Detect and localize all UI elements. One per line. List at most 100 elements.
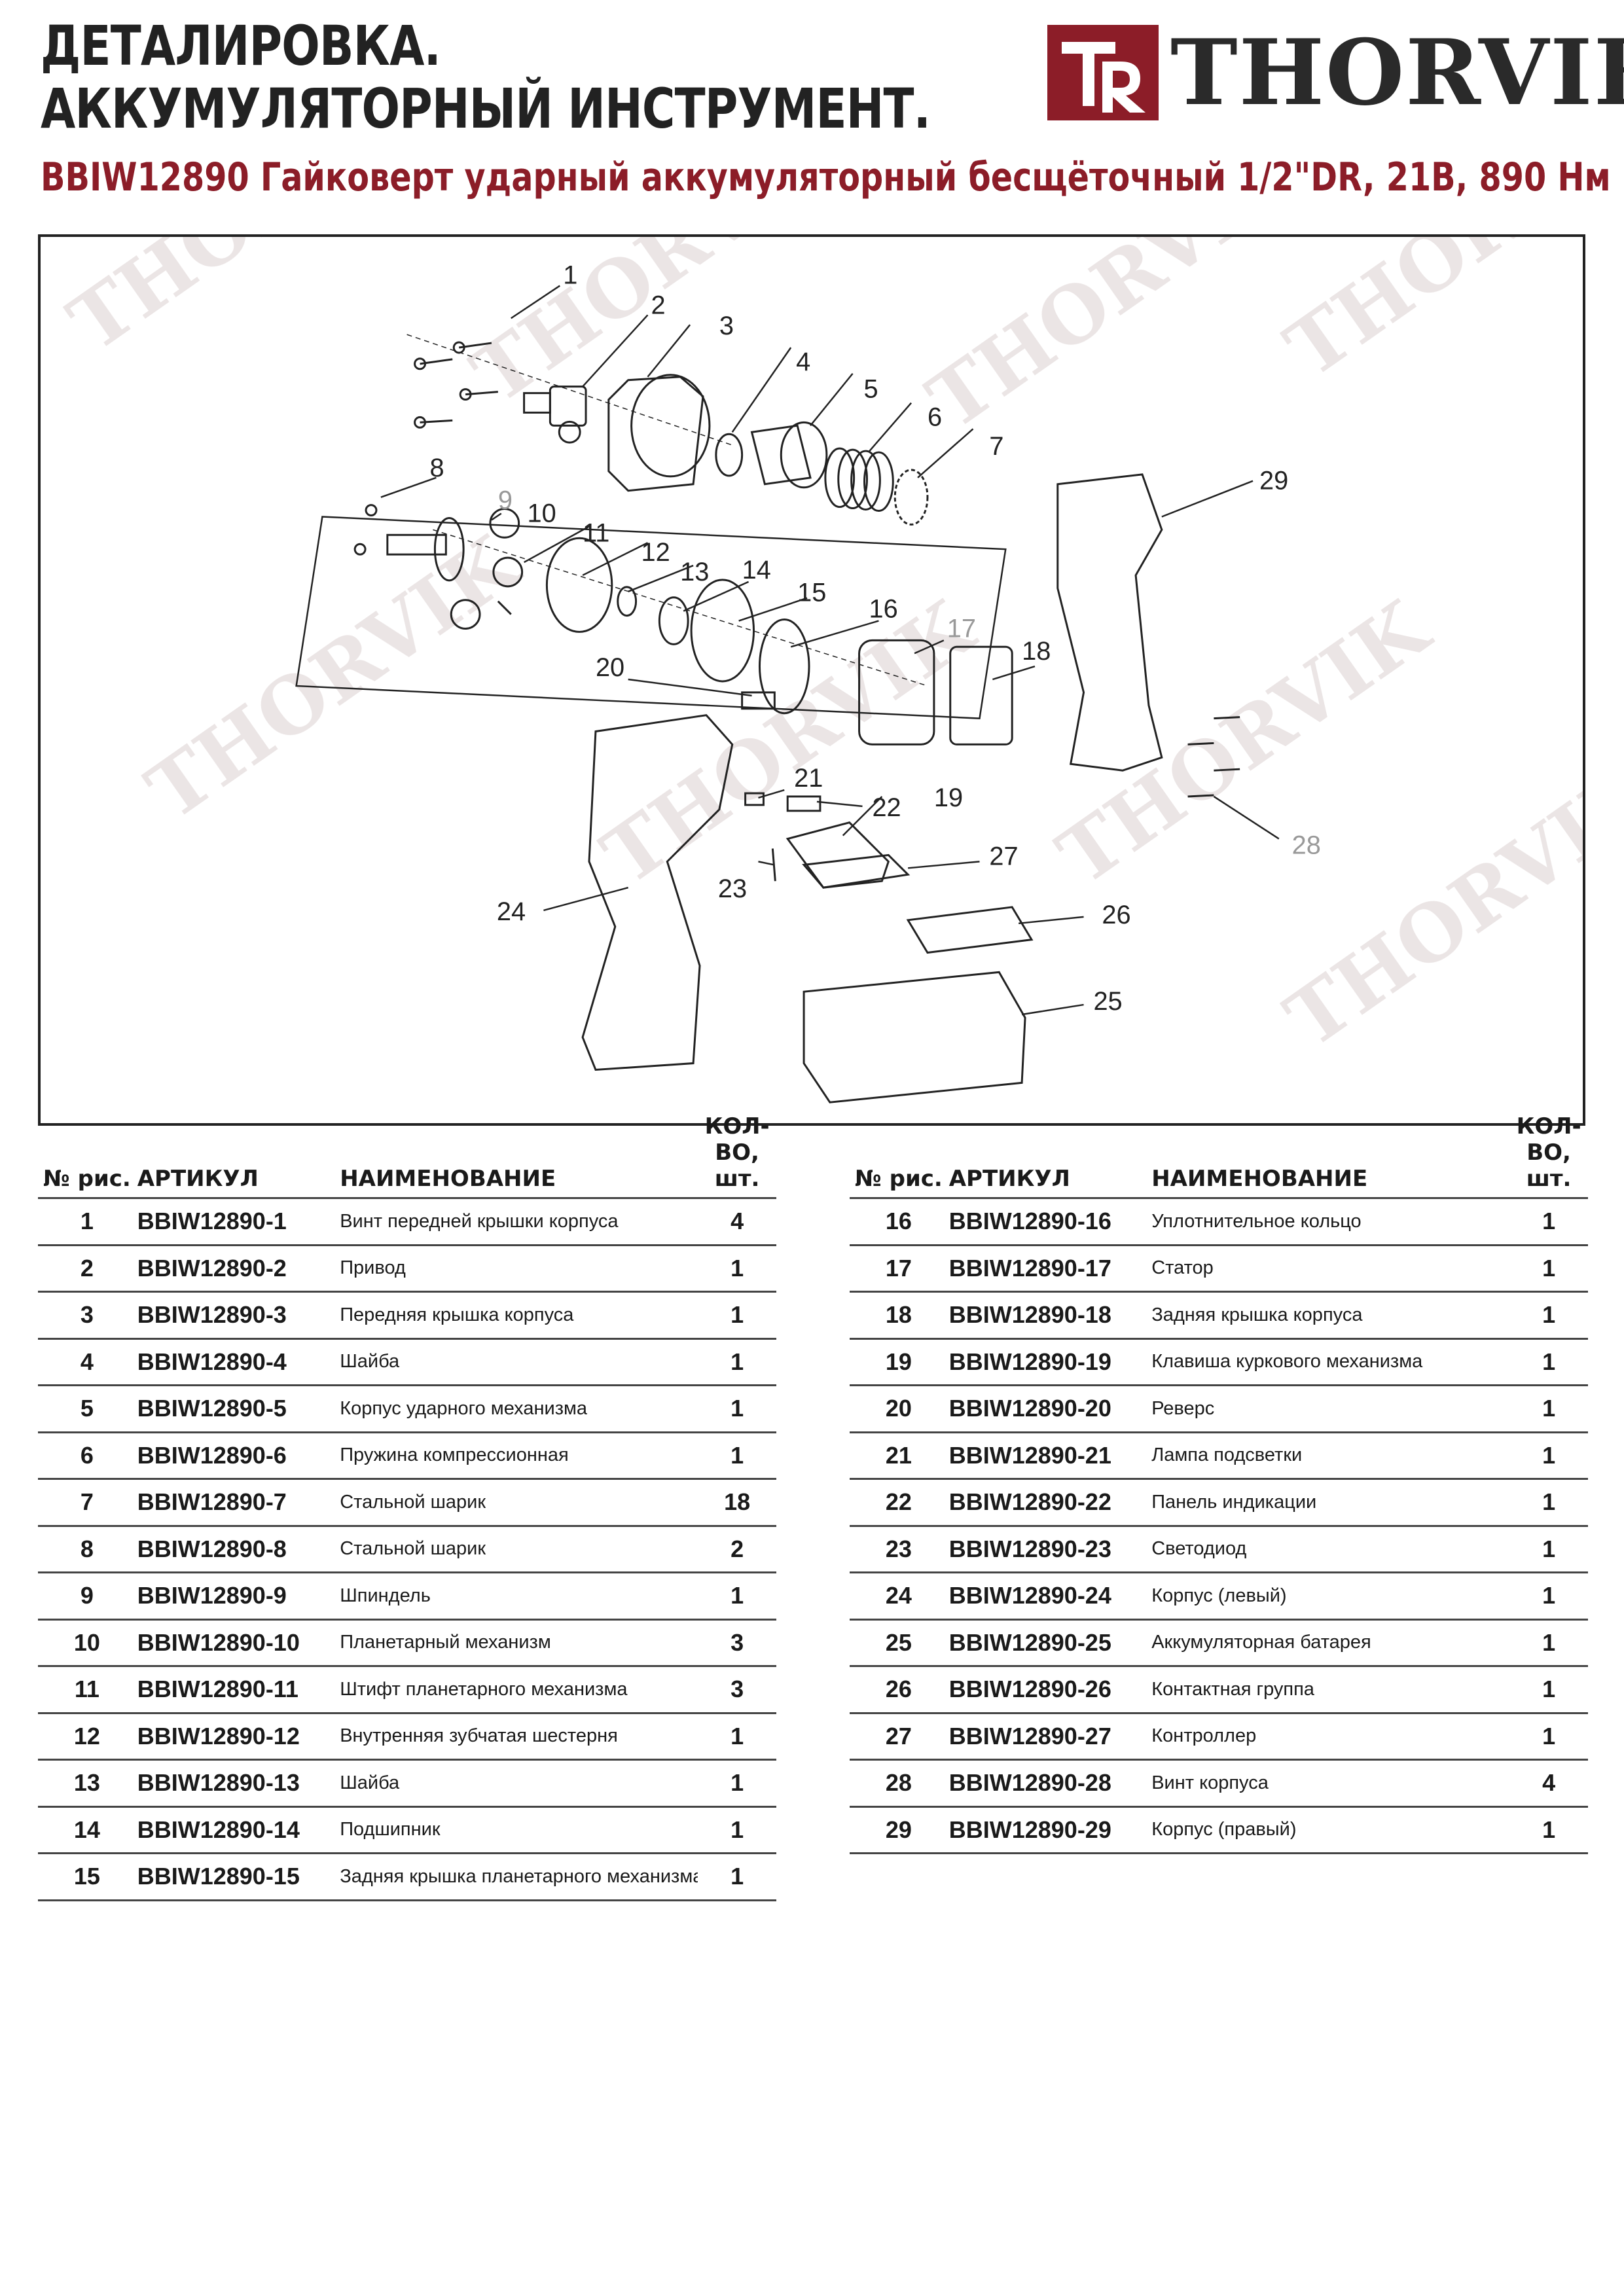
row-name: Корпус (левый): [1151, 1585, 1287, 1606]
row-article: BBIW12890-8: [137, 1535, 287, 1562]
exploded-view-drawing: THORVIK THORVIK THORVIK THORVIK THORVIK …: [53, 237, 1583, 1103]
row-qty: 1: [1542, 1488, 1556, 1516]
header-article: АРТИКУЛ: [948, 1166, 1070, 1192]
part-6-spring: [824, 447, 894, 512]
parts-table-right: № рис. АРТИКУЛ НАИМЕНОВАНИЕ КОЛ-ВО, шт. …: [850, 1113, 1588, 1854]
row-article: BBIW12890-3: [137, 1301, 287, 1329]
row-article: BBIW12890-22: [948, 1488, 1111, 1516]
part-18-rear-cover: [949, 645, 1013, 745]
row-article: BBIW12890-26: [948, 1676, 1111, 1703]
row-article: BBIW12890-11: [137, 1676, 298, 1703]
row-name: Внутренняя зубчатая шестерня: [340, 1725, 618, 1747]
row-num: 10: [73, 1628, 100, 1656]
callout-12: 12: [641, 538, 670, 567]
row-num: 28: [885, 1769, 912, 1797]
row-article: BBIW12890-27: [948, 1722, 1111, 1749]
row-num: 16: [885, 1208, 912, 1235]
callout-14: 14: [742, 556, 771, 584]
row-name: Лампа подсветки: [1151, 1444, 1303, 1466]
part-12-ring-gear: [545, 537, 613, 633]
callout-labels: 1 2 3 4 5 6 7 8 9 10 11 12 13 14 15 16 1…: [429, 261, 1320, 1016]
row-qty: 1: [1542, 1816, 1556, 1843]
watermark-1: THORVIK: [53, 237, 458, 370]
table-row: 25 BBIW12890-25 Аккумуляторная батарея 1: [850, 1621, 1588, 1667]
row-qty: 1: [1542, 1582, 1556, 1609]
part-21-lamp: [744, 792, 765, 806]
callout-28: 28: [1292, 831, 1321, 859]
row-name: Задняя крышка корпуса: [1151, 1304, 1363, 1325]
callout-3: 3: [719, 312, 734, 340]
row-article: BBIW12890-13: [137, 1769, 300, 1797]
row-num: 21: [885, 1441, 912, 1469]
row-name: Штифт планетарного механизма: [340, 1678, 628, 1700]
row-num: 3: [80, 1301, 94, 1329]
row-num: 15: [73, 1863, 100, 1890]
callout-17: 17: [947, 614, 976, 643]
row-name: Корпус ударного механизма: [340, 1397, 588, 1419]
row-qty: 1: [1542, 1348, 1556, 1375]
row-article: BBIW12890-4: [137, 1348, 287, 1375]
row-name: Шайба: [340, 1351, 400, 1372]
row-name: Подшипник: [340, 1819, 441, 1840]
row-article: BBIW12890-23: [948, 1535, 1111, 1562]
row-name: Шайба: [340, 1772, 400, 1793]
planetary-frame: [295, 516, 1007, 719]
row-qty: 1: [731, 1441, 744, 1469]
row-name: Винт передней крышки корпуса: [340, 1210, 619, 1232]
row-name: Задняя крышка планетарного механизма: [340, 1865, 698, 1887]
row-name: Пружина компрессионная: [340, 1444, 569, 1466]
table-row: 11 BBIW12890-11 Штифт планетарного механиз…: [38, 1667, 776, 1714]
row-qty: 1: [1542, 1208, 1556, 1235]
row-name: Клавиша куркового механизма: [1151, 1351, 1423, 1372]
part-16-o-ring: [758, 619, 810, 715]
row-qty: 1: [1542, 1535, 1556, 1562]
callout-23: 23: [718, 874, 747, 903]
row-num: 14: [73, 1816, 100, 1843]
callout-22: 22: [872, 793, 901, 822]
callout-27: 27: [989, 842, 1018, 870]
callout-20: 20: [596, 653, 624, 682]
page-title: ДЕТАЛИРОВКА. АККУМУЛЯТОРНЫЙ ИНСТРУМЕНТ.: [41, 14, 931, 140]
row-num: 11: [74, 1676, 99, 1703]
row-qty: 1: [731, 1769, 744, 1797]
row-article: BBIW12890-25: [948, 1628, 1111, 1656]
row-name: Стальной шарик: [340, 1491, 486, 1513]
row-qty: 1: [1542, 1628, 1556, 1656]
header-num: № рис.: [854, 1166, 943, 1192]
row-article: BBIW12890-5: [137, 1395, 287, 1422]
row-name: Аккумуляторная батарея: [1151, 1632, 1371, 1653]
table-header: № рис. АРТИКУЛ НАИМЕНОВАНИЕ КОЛ-ВО, шт.: [38, 1113, 776, 1199]
row-qty: 1: [1542, 1395, 1556, 1422]
row-num: 8: [80, 1535, 94, 1562]
callout-13: 13: [680, 558, 709, 586]
row-num: 25: [885, 1628, 912, 1656]
callout-7: 7: [989, 432, 1003, 461]
row-qty: 1: [1542, 1676, 1556, 1703]
logo-mark-icon: [1047, 25, 1159, 120]
row-name: Шпиндель: [340, 1585, 431, 1606]
row-article: BBIW12890-16: [948, 1208, 1111, 1235]
part-9-spindle: [386, 516, 465, 582]
header-qty: КОЛ-ВО, шт.: [1516, 1113, 1581, 1192]
callout-16: 16: [869, 595, 897, 624]
part-8-ball: [365, 504, 378, 516]
row-num: 5: [80, 1395, 94, 1422]
